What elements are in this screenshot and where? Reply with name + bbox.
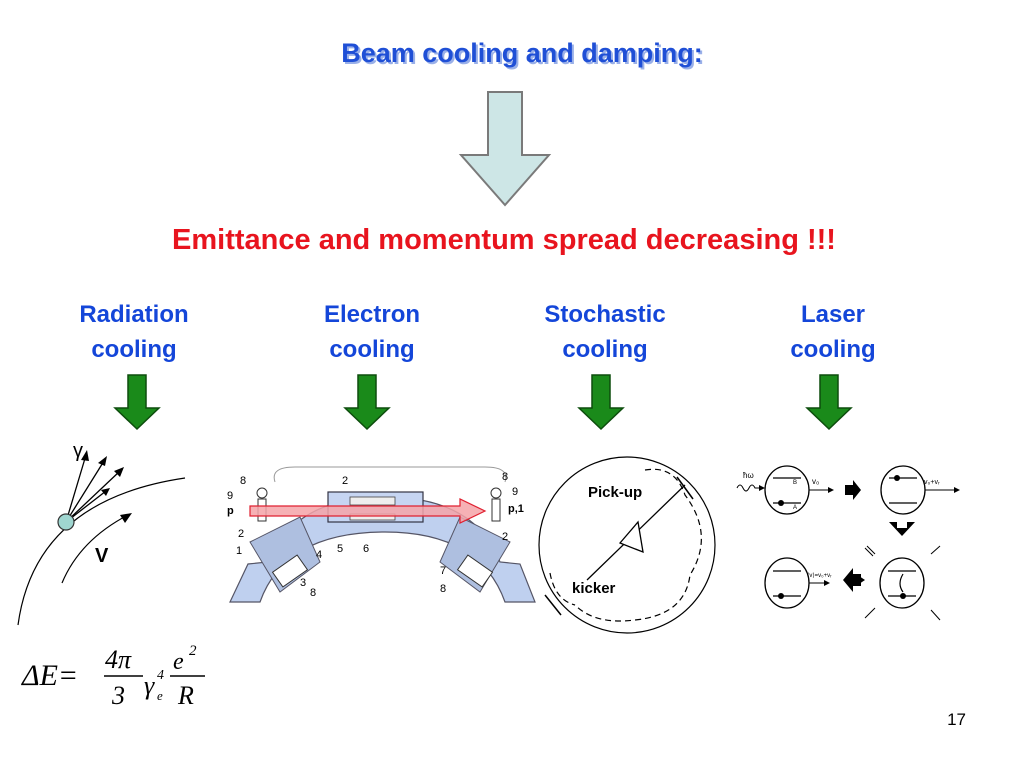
- process-arrow-left-icon: [843, 568, 861, 592]
- label-2-left: 2: [238, 528, 244, 540]
- svg-text:e: e: [157, 688, 163, 703]
- label-p-left: p: [227, 505, 234, 517]
- label-9-right: 9: [512, 486, 518, 498]
- label-9-left: 9: [227, 490, 233, 502]
- big-down-arrow-icon: [458, 91, 552, 207]
- atom-state-4-icon: [764, 557, 810, 609]
- svg-text:e: e: [173, 649, 184, 675]
- v0-label: v₀: [812, 477, 819, 486]
- method-stochastic-line2: cooling: [562, 336, 648, 363]
- green-down-arrow-icon: [577, 374, 625, 431]
- process-arrow-right-icon: [845, 480, 861, 500]
- method-radiation-line2: cooling: [91, 336, 177, 363]
- label-6: 6: [363, 543, 369, 555]
- label-8-right: 8: [502, 471, 508, 483]
- orbit-arrowhead-icon: [120, 513, 132, 523]
- slide-title: Beam cooling and damping:: [341, 38, 703, 68]
- label-p1-right: p,1: [508, 503, 524, 515]
- label-7: 7: [440, 565, 446, 577]
- svg-text:4π: 4π: [105, 645, 132, 674]
- ring-orbit: [538, 456, 716, 634]
- svg-text:3: 3: [111, 681, 125, 710]
- stochastic-cooling-diagram: Pick-up kicker: [538, 456, 716, 634]
- label-8-bottom-right: 8: [440, 583, 446, 595]
- label-3: 3: [300, 577, 306, 589]
- method-laser-line1: Laser: [800, 301, 866, 328]
- method-laser-line2: cooling: [790, 336, 876, 363]
- svg-text:R: R: [177, 681, 194, 710]
- velocity-label: V: [95, 545, 109, 567]
- method-radiation-label: Radiation cooling: [34, 297, 234, 367]
- svg-text:ΔE=: ΔE=: [21, 659, 78, 692]
- atom-state-3-icon: [879, 557, 925, 609]
- atom-state-1-icon: [764, 465, 810, 515]
- method-stochastic-label: Stochastic cooling: [505, 297, 705, 367]
- electron-cooling-diagram: 8 9 p 2 1 2 8 9 p,1 2 4 5 6 3 8 7 8: [227, 466, 536, 603]
- label-1-left: 1: [236, 545, 242, 557]
- pickup-label: Pick-up: [588, 484, 642, 501]
- method-stochastic-line1: Stochastic: [544, 301, 666, 328]
- avg-velocity-label: ⟨v⟩=v₀+vᵣ: [807, 572, 832, 579]
- proton-beam-arrow-icon: [249, 498, 487, 524]
- green-down-arrow-icon: [805, 374, 853, 431]
- atom-state-2-icon: [880, 465, 926, 515]
- label-8-bottom-left: 8: [310, 587, 316, 599]
- slide-subtitle: Emittance and momentum spread decreasing…: [172, 224, 836, 256]
- laser-cooling-diagram: ħω B A v₀ v₀+vᵣ ⟨v⟩=v₀+vᵣ: [736, 465, 960, 621]
- v0vr-label: v₀+vᵣ: [924, 479, 940, 486]
- method-electron-label: Electron cooling: [272, 297, 472, 367]
- energy-loss-formula: ΔE= 4π 3 γ 4 e e 2 R: [21, 643, 205, 710]
- label-5: 5: [337, 543, 343, 555]
- svg-text:γ: γ: [144, 671, 155, 700]
- green-down-arrow-icon: [343, 374, 391, 431]
- level-b-label: B: [793, 480, 797, 486]
- label-4: 4: [316, 549, 322, 561]
- process-arrow-down-icon: [889, 522, 915, 536]
- particle-icon: [57, 513, 75, 531]
- photon-energy-label: ħω: [743, 471, 754, 480]
- method-electron-line1: Electron: [323, 301, 421, 328]
- label-2-top: 2: [342, 475, 348, 487]
- method-laser-label: Laser cooling: [733, 297, 933, 367]
- method-electron-line2: cooling: [329, 336, 415, 363]
- svg-text:4: 4: [157, 668, 164, 683]
- level-a-label: A: [793, 505, 797, 511]
- amplifier-icon: [618, 520, 644, 554]
- gamma-label: γ: [73, 440, 83, 462]
- orbit-inner-line: [61, 514, 129, 584]
- radiation-cooling-diagram: γ V: [17, 440, 186, 626]
- label-8-left: 8: [240, 475, 246, 487]
- green-down-arrow-icon: [113, 374, 161, 431]
- svg-text:2: 2: [189, 643, 197, 659]
- method-radiation-line1: Radiation: [79, 301, 189, 328]
- kicker-label: kicker: [572, 580, 616, 597]
- page-number: 17: [947, 710, 966, 729]
- label-2-right: 2: [502, 531, 508, 543]
